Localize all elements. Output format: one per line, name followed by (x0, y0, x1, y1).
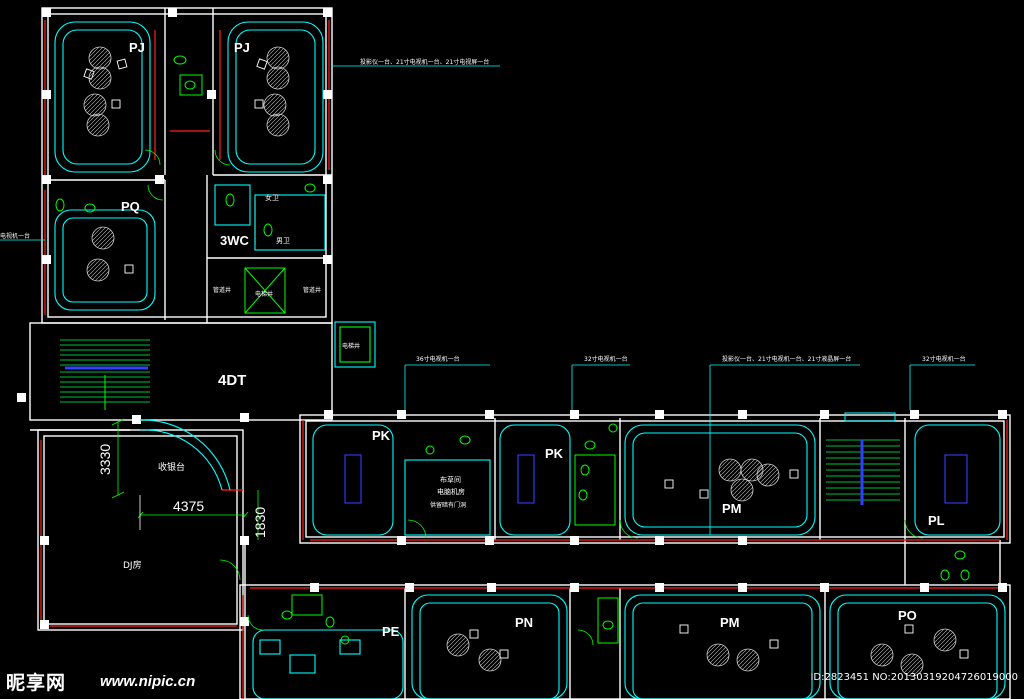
watermark-logo: 昵享网 (6, 672, 67, 694)
room-label-pk-right: PK (545, 446, 564, 461)
room-label-pl: PL (928, 513, 945, 528)
room-label-pj-right: PJ (234, 40, 250, 55)
note-equipment-4: 32寸电视机一台 (584, 355, 628, 363)
room-label-pk-left: PK (372, 428, 391, 443)
room-label-pq: PQ (121, 199, 140, 214)
structural-columns (17, 8, 1007, 629)
sofas (54, 21, 1006, 699)
note-equipment-3: 36寸电视机一台 (416, 355, 460, 363)
note-equipment-6: 32寸电视机一台 (922, 355, 966, 363)
armchairs (83, 58, 969, 659)
room-label-dj: DJ房 (123, 559, 142, 571)
watermark-id: ID:2823451 NO:20130319204726019000 (810, 672, 1018, 683)
watermark-url: www.nipic.cn (100, 673, 196, 690)
room-label-pm-bottom: PM (720, 615, 740, 630)
wall-fill (40, 20, 1008, 699)
room-label-machine-1: 布草间 (440, 475, 461, 484)
room-label-3wc: 3WC (220, 233, 250, 248)
walls (29, 7, 1011, 699)
room-label-pipe-right: 管道井 (303, 286, 321, 294)
room-label-machine-3: 供留暗有门洞 (430, 501, 466, 509)
room-label-pipe-left: 管道井 (213, 286, 231, 294)
note-equipment-5: 投影仪一台、21寸电视机一台、21寸液晶屏一台 (722, 355, 851, 363)
dimension-4375: 4375 (173, 498, 204, 514)
room-label-elevator-2: 电梯井 (342, 342, 360, 350)
dimension-lines (111, 418, 259, 540)
room-label-pe: PE (382, 624, 400, 639)
leader-lines (0, 65, 975, 535)
room-label-male-wc: 男卫 (276, 237, 290, 245)
room-label-po: PO (898, 608, 917, 623)
room-label-reception: 收银台 (158, 461, 185, 473)
room-label-elevator: 电梯井 (255, 290, 273, 298)
sanitary-fixtures (55, 55, 970, 645)
room-label-pj-left: PJ (129, 40, 145, 55)
doors (144, 149, 924, 646)
elevator-shaft (244, 267, 371, 363)
room-label-pn: PN (515, 615, 533, 630)
dimension-1830: 1830 (252, 507, 268, 538)
note-equipment-1: 投影仪一台、21寸电视机一台、21寸电视屏一台 (360, 58, 489, 66)
room-label-4dt: 4DT (218, 372, 246, 389)
room-label-machine-2: 电脑机房 (437, 487, 465, 496)
note-equipment-2: 电视机一台 (0, 232, 30, 240)
stair-landing-east (844, 412, 896, 422)
room-label-female-wc: 女卫 (265, 193, 279, 202)
room-label-pm-top: PM (722, 501, 742, 516)
dimension-3330: 3330 (97, 444, 113, 475)
